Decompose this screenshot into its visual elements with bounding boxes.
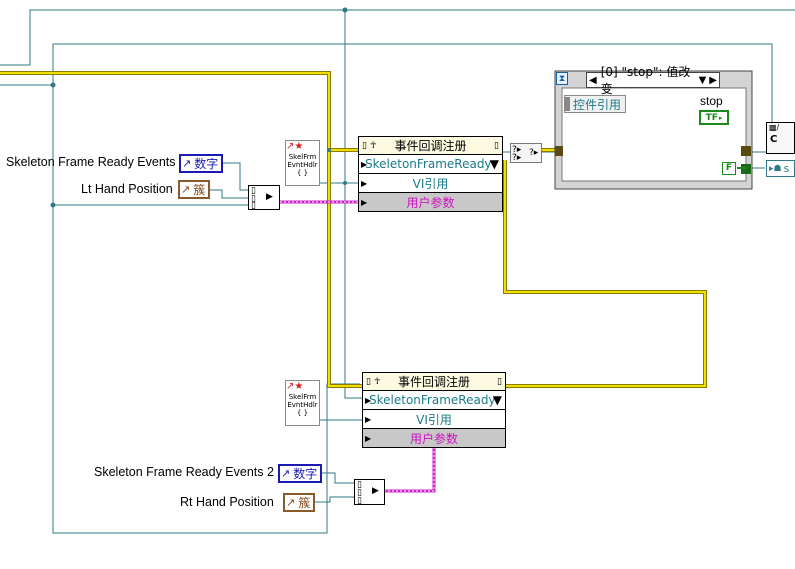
callback-vi-icon-2[interactable]: ↗★ SkelFrm EvntHdlr { } [285,380,320,426]
refnum-arrow-icon: ↗ [281,467,291,480]
vi-ref-star-icon: ↗★ [286,141,304,152]
chevron-left-icon[interactable]: ◀ [589,74,597,86]
right-edge-label: s [783,162,790,175]
vi-ref-star-icon: ↗★ [286,381,304,392]
event-selector-2[interactable]: ▶ SkeletonFrameReady ▼ [363,391,505,410]
bundle-node-2[interactable]: ▯ ▯ ▯ ▶ [354,479,385,506]
refnum-arrow-icon: ↗ [286,496,296,509]
stop-label: stop [700,94,723,108]
chevron-down-icon[interactable]: ▼ [489,157,499,171]
rt-hand-terminal[interactable]: ↗ 簇 [283,493,316,512]
unregister-label: C [770,134,778,145]
register-events-node[interactable]: ?▸ ?▸ ?▸ [510,143,542,163]
bundle-element-icon: ▯ [357,496,362,506]
skeleton-events-1-label: Skeleton Frame Ready Events [6,155,176,169]
bundle-output-icon: ▶ [372,486,379,496]
user-param-label: 用户参数 [406,195,455,210]
node-title: 事件回调注册 [394,139,467,153]
skeleton-events-1-terminal[interactable]: ↗ 数字 [179,154,224,173]
refnum-wire-ctl1[interactable] [220,162,250,191]
stop-boolean-terminal[interactable]: TF ▸ [699,110,729,125]
event-case-selector[interactable]: ◀ [0] "stop": 值改变 ▼ ▶ [586,65,720,96]
vi-ref-label: VI引用 [416,412,452,427]
unregister-node[interactable]: ▩/ C [766,122,795,154]
callback-vi-icon-1[interactable]: ↗★ SkelFrm EvntHdlr { } [285,140,320,186]
lt-hand-terminal[interactable]: ↗ 簇 [178,180,211,199]
event-selector-value: SkeletonFrameReady [365,157,492,171]
event-element-icon: ?▸ [512,153,522,163]
refnum-wire-vertical[interactable] [344,10,363,399]
node-pin-icon: ▯ [497,376,502,387]
node-pin-icon: ▯ ☥ [362,140,377,151]
ctl-ref-event-data[interactable]: 控件引用 [564,95,626,113]
user-param-label: 用户参数 [409,431,458,446]
bundle-element-icon: ▯ [357,480,362,490]
callback-vi-line-1: SkelFrm [288,393,317,401]
skeleton-events-2-label: Skeleton Frame Ready Events 2 [94,465,274,479]
event-selector-1[interactable]: ▶ SkeletonFrameReady ▼ [359,155,502,174]
input-arrow-icon: ▶ [365,414,372,424]
ctl-ref-label: 控件引用 [573,97,622,112]
skeleton-events-2-type: 数字 [293,467,318,481]
refnum-arrow-icon: ↗ [181,183,191,196]
input-arrow-icon: ▶ [361,197,368,207]
bundle-node-1[interactable]: ▯ ▯ ▯ ▶ [248,185,280,211]
false-constant[interactable]: F [722,162,736,175]
callback-vi-line-2: EvntHdlr [287,401,318,409]
event-case-label: [0] "stop": 值改变 [600,65,691,96]
lt-hand-label: Lt Hand Position [81,182,173,196]
refnum-wire-ctl2b[interactable] [315,496,355,503]
rt-hand-label: Rt Hand Position [180,495,274,509]
refnum-wire-ctl1b[interactable] [210,189,250,199]
node-title: 事件回调注册 [397,375,470,389]
event-element-icon: ?▸ [512,145,522,155]
user-param-input-2[interactable]: ▶ 用户参数 [363,429,505,447]
chevron-down-icon[interactable]: ▼ [698,74,707,86]
input-arrow-icon: ▶ [365,433,372,443]
bundle-element-icon: ▯ [251,194,256,204]
callback-vi-line-3: { } [296,169,309,177]
callback-vi-line-3: { } [296,409,309,417]
callback-vi-line-2: EvntHdlr [287,161,318,169]
stop-boolean-value: TF [705,112,718,123]
bundle-element-icon: ▯ [357,488,362,498]
callback-vi-line-1: SkelFrm [288,153,317,161]
skeleton-events-1-type: 数字 [194,157,219,171]
vi-ref-input-2[interactable]: ▶ VI引用 [363,410,505,429]
refnum-wire-outer[interactable] [52,43,773,128]
event-output-icon: ?▸ [529,148,539,158]
vi-ref-input-1[interactable]: ▶ VI引用 [359,174,502,193]
register-callback-node-1[interactable]: ▯ ☥ 事件回调注册 ▯ ▶ SkeletonFrameReady ▼ ▶ VI… [358,136,503,212]
event-structure-timeout-icon[interactable]: ⧗ [556,72,568,85]
user-param-input-1[interactable]: ▶ 用户参数 [359,193,502,211]
bundle-output-icon: ▶ [266,192,273,202]
vi-ref-label: VI引用 [412,176,449,191]
refnum-arrow-icon: ↗ [182,157,192,170]
event-selector-value: SkeletonFrameReady [369,393,496,407]
rt-hand-type: 簇 [298,496,311,510]
register-callback-node-2[interactable]: ▯ ☥ 事件回调注册 ▯ ▶ SkeletonFrameReady ▼ ▶ VI… [362,372,506,448]
refnum-wire-ctl2[interactable] [322,472,355,484]
input-arrow-icon: ▶ [361,159,368,169]
unregister-icon: ▩/ [769,123,780,132]
node-pin-icon: ▯ ☥ [366,376,381,387]
input-arrow-icon: ▶ [361,178,368,188]
chevron-down-icon[interactable]: ▼ [492,393,502,407]
refnum-wire-top[interactable] [0,9,795,66]
node-header: ▯ ☥ 事件回调注册 ▯ [363,373,505,391]
chevron-right-icon: ▸ [718,113,723,122]
event-data-handle-icon [565,97,570,111]
node-header: ▯ ☥ 事件回调注册 ▯ [359,137,502,155]
input-arrow-icon: ▶ [365,395,372,405]
skeleton-events-2-terminal[interactable]: ↗ 数字 [278,464,323,483]
refnum-input-icon: ▸☗ [769,163,782,174]
chevron-right-icon[interactable]: ▶ [709,74,717,86]
bundle-element-icon: ▯ [251,186,256,196]
lt-hand-type: 簇 [193,183,206,197]
node-pin-icon: ▯ [494,140,499,151]
bundle-element-icon: ▯ [251,201,256,211]
false-constant-value: F [725,163,733,173]
right-edge-node[interactable]: ▸☗ s [766,160,795,177]
